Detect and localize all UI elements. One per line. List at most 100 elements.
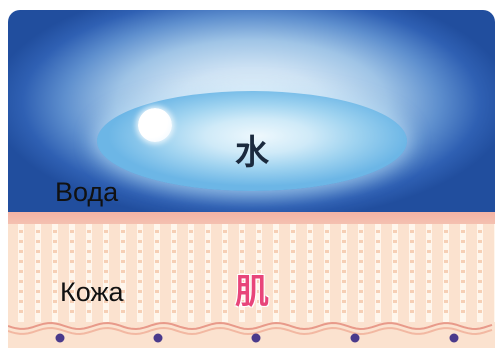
skin-fiber-dash [410,280,414,283]
skin-fiber-dash [104,300,108,303]
skin-fiber-dash [36,300,40,303]
skin-fiber-dash [257,250,261,253]
water-kanji: 水 [235,133,269,173]
skin-fiber-dash [206,260,210,263]
skin-fiber-dash [478,290,482,293]
skin-fiber-dash [478,260,482,263]
skin-fiber-dash [36,250,40,253]
skin-fiber-dash [19,260,23,263]
skin-fiber-dash [359,250,363,253]
skin-fiber-dash [223,270,227,273]
skin-fiber-dash [410,250,414,253]
skin-fiber-dash [478,270,482,273]
skin-fiber-dash [189,270,193,273]
skin-fiber-dash [87,230,91,233]
skin-fiber-dash [53,230,57,233]
skin-fiber-dash [444,240,448,243]
skin-fiber [494,224,495,322]
skin-fiber-dash [325,260,329,263]
skin-fiber-dash [138,290,142,293]
skin-fiber-dash [478,310,482,313]
skin-fiber-dash [359,240,363,243]
skin-fiber-dash [410,270,414,273]
skin-fiber-dash [121,260,125,263]
skin-fiber-dash [172,230,176,233]
skin-fiber-dash [410,240,414,243]
skin-fiber-dash [274,230,278,233]
skin-fiber-dash [376,250,380,253]
skin-fiber-dash [427,280,431,283]
skin-fiber-dash [223,310,227,313]
skin-fiber-dash [19,310,23,313]
skin-fiber-dash [138,240,142,243]
skin-cell-dot [449,333,459,343]
skin-fiber-dash [427,310,431,313]
skin-fiber-dash [393,310,397,313]
skin-fiber-dash [478,280,482,283]
skin-fiber-dash [291,250,295,253]
skin-fiber-dash [291,280,295,283]
skin-fiber-dash [325,270,329,273]
skin-fiber-dash [53,270,57,273]
skin-fiber-dash [36,270,40,273]
skin-fiber-dash [19,230,23,233]
skin-fiber-dash [308,230,312,233]
skin-fiber-dash [240,260,244,263]
skin-fiber-dash [410,300,414,303]
skin-fiber-dash [427,300,431,303]
skin-fiber-dash [393,300,397,303]
skin-fiber-dash [342,290,346,293]
skin-cell-dot [55,333,65,343]
skin-layer [8,224,495,348]
skin-wave-line [8,326,493,336]
skin-fiber-dash [325,300,329,303]
skin-fiber-dash [461,270,465,273]
skin-fiber-dash [223,260,227,263]
skin-fiber-dash [427,250,431,253]
skin-fiber-dash [53,280,57,283]
skin-fiber-dash [155,230,159,233]
skin-fiber-dash [36,230,40,233]
skin-fiber-dash [359,270,363,273]
skin-fiber-dash [189,250,193,253]
skin-fiber-dash [121,250,125,253]
skin-fiber-dash [444,290,448,293]
skin-fiber-dash [189,230,193,233]
skin-fiber-dash [189,280,193,283]
right-margin [495,0,503,358]
skin-fiber-dash [308,300,312,303]
skin-fiber-dash [172,290,176,293]
skin-fiber-dash [223,250,227,253]
skin-fiber-dash [240,240,244,243]
skin-fiber-dash [444,310,448,313]
skin-fiber-dash [189,290,193,293]
skin-fiber-dash [444,270,448,273]
skin-fiber-dash [291,230,295,233]
skin-fiber-dash [427,260,431,263]
skin-fiber-dash [104,270,108,273]
skin-fiber-dash [359,290,363,293]
skin-fiber-dash [70,300,74,303]
skin-fiber-dash [308,280,312,283]
skin-fiber-dash [138,260,142,263]
skin-fiber-dash [70,250,74,253]
skin-cell-dot [350,333,360,343]
skin-fiber-dash [53,240,57,243]
skin-fiber-dash [87,290,91,293]
skin-fiber-dash [478,240,482,243]
skin-fiber-dash [393,240,397,243]
skin-fiber-dash [172,260,176,263]
skin-fiber-dash [240,250,244,253]
skin-fiber-dash [291,300,295,303]
skin-fiber-dash [104,290,108,293]
skin-fiber-dash [206,290,210,293]
skin-fiber-dash [121,230,125,233]
skin-fiber-dash [70,230,74,233]
skin-fiber-dash [461,230,465,233]
skin-fiber-dash [257,280,261,283]
skin-fiber-dash [393,260,397,263]
skin-kanji: 肌 [235,272,269,312]
skin-fiber-dash [87,260,91,263]
skin-fiber-dash [478,300,482,303]
